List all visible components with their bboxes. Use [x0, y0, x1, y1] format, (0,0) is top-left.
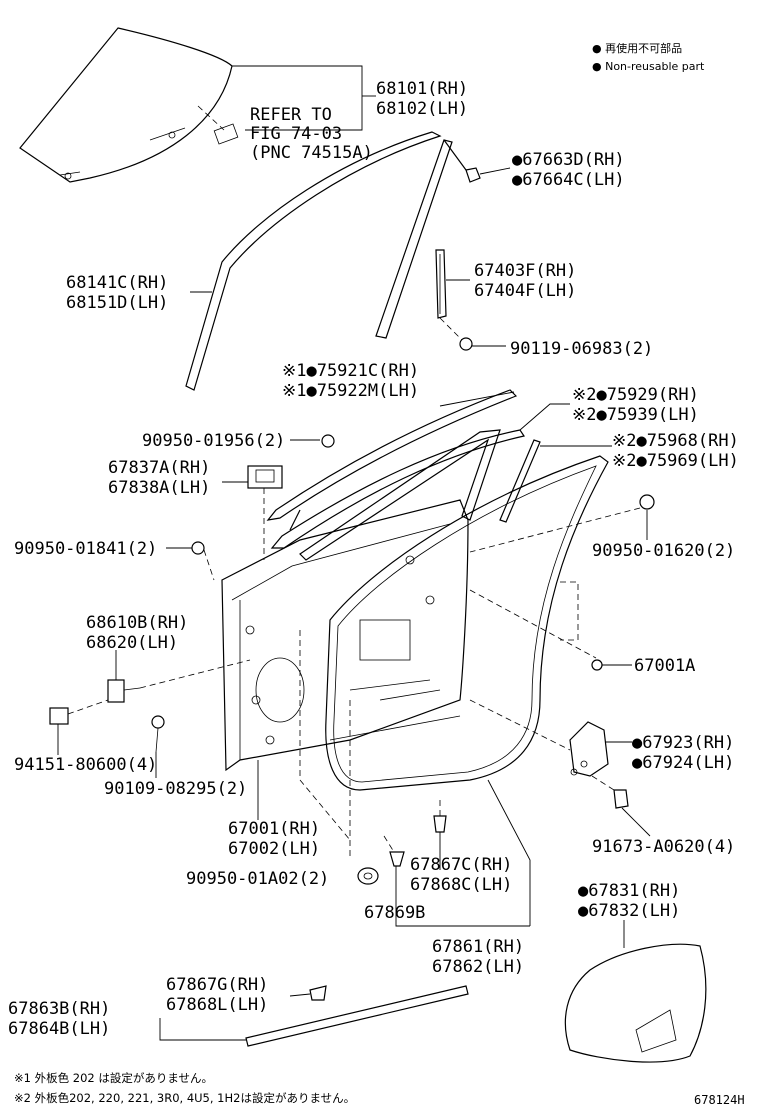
door-check-68610 — [107, 650, 251, 703]
frame-moulding — [185, 131, 442, 391]
footnote-2: ※2 外板色202, 220, 221, 3R0, 4U5, 1H2は設定があり… — [14, 1091, 355, 1105]
label-75929-lh: ※2●75939(LH) — [572, 405, 699, 425]
opening-weatherstrip — [325, 455, 609, 791]
door-panel — [221, 499, 469, 772]
belt-weatherstrip-outer — [266, 389, 525, 549]
label-67923-rh: ●67923(RH) — [632, 733, 734, 753]
label-67001A: 67001A — [634, 656, 695, 676]
screw-91673 — [591, 775, 651, 837]
label-68101-rh: 68101(RH) — [376, 79, 468, 99]
refer-line-2: FIG 74-03 — [250, 124, 342, 144]
label-68610-lh: 68620(LH) — [86, 633, 178, 653]
label-94151: 94151-80600(4) — [14, 755, 157, 775]
clip-90950-01956 — [321, 434, 335, 448]
label-90950-01841: 90950-01841(2) — [14, 539, 157, 559]
label-67867c-rh: 67867C(RH) — [410, 855, 512, 875]
rocker-moulding — [159, 985, 469, 1047]
service-hole-cover — [564, 920, 707, 1063]
plug-67001A — [591, 659, 632, 671]
label-75921-lh: ※1●75922M(LH) — [282, 381, 419, 401]
label-67869B: 67869B — [364, 903, 425, 923]
callout-labels: 68101(RH) 68102(LH) ●67663D(RH) ●67664C(… — [8, 79, 739, 1039]
label-75929-rh: ※2●75929(RH) — [572, 385, 699, 405]
label-67831-lh: ●67832(LH) — [578, 901, 680, 921]
label-67837-rh: 67837A(RH) — [108, 458, 210, 478]
label-67831-rh: ●67831(RH) — [578, 881, 680, 901]
door-glass — [19, 27, 239, 183]
label-67403-lh: 67404F(LH) — [474, 281, 576, 301]
grommet-90950-01A02 — [349, 700, 379, 885]
nut-94151 — [49, 699, 109, 755]
label-67867c-lh: 67868C(LH) — [410, 875, 512, 895]
label-90950-01620: 90950-01620(2) — [592, 541, 735, 561]
refer-line-3: (PNC 74515A) — [250, 143, 373, 163]
leader-67861 — [487, 779, 531, 926]
clip-67869B — [383, 835, 530, 927]
label-90950-01a02: 90950-01A02(2) — [186, 869, 329, 889]
label-91673: 91673-A0620(4) — [592, 837, 735, 857]
label-67867g-rh: 67867G(RH) — [166, 975, 268, 995]
garnish-67923 — [469, 699, 632, 777]
label-75921-rh: ※1●75921C(RH) — [282, 361, 419, 381]
clip-90950-01841 — [191, 541, 205, 555]
label-67861-lh: 67862(LH) — [432, 957, 524, 977]
label-68101-lh: 68102(LH) — [376, 99, 468, 119]
label-90119: 90119-06983(2) — [510, 339, 653, 359]
legend-line-jp: ● 再使用不可部品 — [592, 41, 682, 55]
rear-sash — [435, 249, 470, 319]
division-bar-seal — [499, 439, 612, 523]
label-68141-rh: 68141C(RH) — [66, 273, 168, 293]
label-67867g-lh: 67868L(LH) — [166, 995, 268, 1015]
label-67663-rh: ●67663D(RH) — [512, 150, 625, 170]
label-67001-rh: 67001(RH) — [228, 819, 320, 839]
run-channel — [375, 139, 467, 339]
label-90950-01956: 90950-01956(2) — [142, 431, 285, 451]
clip-67663 — [465, 167, 511, 183]
label-67861-rh: 67861(RH) — [432, 937, 524, 957]
label-67001-lh: 67002(LH) — [228, 839, 320, 859]
label-67663-lh: ●67664C(LH) — [512, 170, 625, 190]
label-67403-rh: 67403F(RH) — [474, 261, 576, 281]
hinge-67837 — [222, 465, 283, 560]
clip-67867C — [433, 800, 447, 870]
belt-weatherstrip-inner — [299, 403, 570, 561]
refer-line-1: REFER TO — [250, 105, 332, 125]
label-67837-lh: 67838A(LH) — [108, 478, 210, 498]
legend-line-en: ● Non-reusable part — [592, 60, 705, 73]
label-67863-lh: 67864B(LH) — [8, 1019, 110, 1039]
figure-code: 678124H — [694, 1093, 745, 1107]
label-67863-rh: 67863B(RH) — [8, 999, 110, 1019]
label-75968-lh: ※2●75969(LH) — [612, 451, 739, 471]
footnote-1: ※1 外板色 202 は設定がありません。 — [14, 1071, 213, 1085]
label-68141-lh: 68151D(LH) — [66, 293, 168, 313]
clip-90950-01620 — [469, 494, 655, 553]
label-90109: 90109-08295(2) — [104, 779, 247, 799]
screw-90119 — [439, 317, 506, 351]
bolt-90109 — [151, 715, 165, 778]
label-75968-rh: ※2●75968(RH) — [612, 431, 739, 451]
label-67923-lh: ●67924(LH) — [632, 753, 734, 773]
label-68610-rh: 68610B(RH) — [86, 613, 188, 633]
